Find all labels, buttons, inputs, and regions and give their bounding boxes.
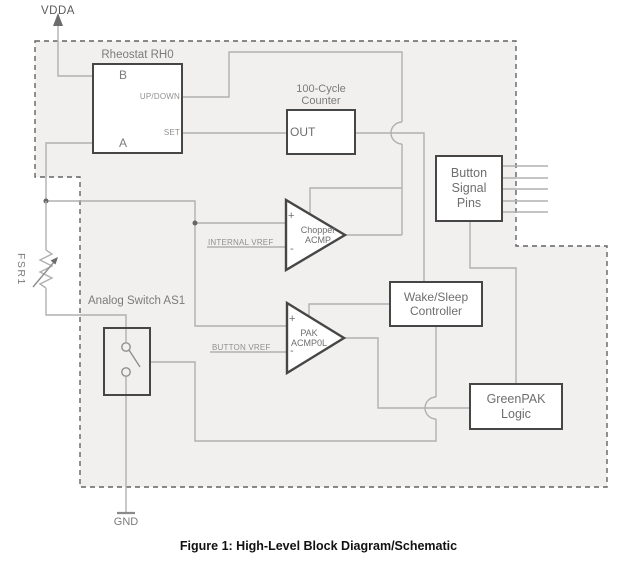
figure-caption: Figure 1: High-Level Block Diagram/Schem… [179,539,458,553]
wire-out-to-wakesleep [356,132,425,281]
counter-pin-out: OUT [290,125,316,139]
pak-acmp-symbol [285,300,347,376]
analog-switch-block [103,327,151,396]
wake-sleep-controller-block: Wake/Sleep Controller [389,281,483,327]
chopper-name-line1: Chopper [300,225,336,235]
fsr-resistor-icon [38,249,54,289]
switch-contact-top-icon [121,342,131,352]
counter-title-line1: 100-Cycle [296,83,346,95]
pak-name-line1: PAK [300,328,318,338]
counter-title-line2: Counter [301,95,341,108]
vdda-label: VDDA [41,5,75,17]
rheostat-pin-set: SET [163,128,180,137]
gnd-label: GND [113,516,139,528]
wire-chopper-tap [309,187,402,214]
fsr-variable-arrow-icon [32,261,55,288]
rheostat-terminal-a: A [119,136,128,150]
chopper-name-line2: ACMP [304,235,331,246]
vdda-arrow-icon [53,13,63,26]
greenpak-label-line1: GreenPAK [486,391,546,406]
wake-sleep-label-line2: Controller [409,304,463,318]
fsr1-label: FSR1 [15,253,27,286]
analog-switch-title: Analog Switch AS1 [88,295,186,307]
wake-sleep-label-line1: Wake/Sleep [403,289,469,304]
wire-hop [424,396,437,420]
chopper-plus-sign: + [288,210,295,222]
button-vref-label: BUTTON VREF [212,343,271,352]
pak-minus-sign: - [290,345,294,357]
greenpak-logic-block: GreenPAK Logic [469,383,563,430]
pak-name: PAK ACMP0L [286,328,332,349]
chopper-acmp-symbol [284,197,348,273]
fsr-arrowhead-icon [50,257,58,265]
rheostat-block [92,63,183,154]
button-signal-pins-block: Button Signal Pins [435,155,503,222]
greenpak-label-line2: Logic [501,406,531,421]
wire-pak-output [344,337,469,409]
rheostat-terminal-b: B [119,68,128,82]
wire-buttonpins-to-greenpak [469,222,517,383]
pak-plus-sign: + [289,313,296,325]
switch-contact-bottom-icon [121,367,131,377]
button-pins-label-line2: Signal [451,181,487,196]
wire-switch-control [151,361,437,442]
counter-title: 100-Cycle Counter [276,83,366,107]
button-pins-label-line3: Pins [456,195,482,210]
switch-blade-icon [128,349,141,368]
wire-pak-tap [308,303,389,316]
wire-updown [183,51,403,122]
junction-dot [192,220,198,226]
chopper-minus-sign: - [290,243,294,255]
rheostat-title: Rheostat RH0 [101,49,174,61]
button-pins-label-line1: Button [450,166,488,181]
pak-name-line2: ACMP0L [290,338,327,349]
counter-block [286,109,356,155]
chopper-name: Chopper ACMP [292,225,344,246]
wire-pak-plus [194,223,287,327]
rheostat-pin-updown: UP/DOWN [139,92,180,101]
internal-vref-label: INTERNAL VREF [208,238,274,247]
wire-sense-node [46,200,196,223]
